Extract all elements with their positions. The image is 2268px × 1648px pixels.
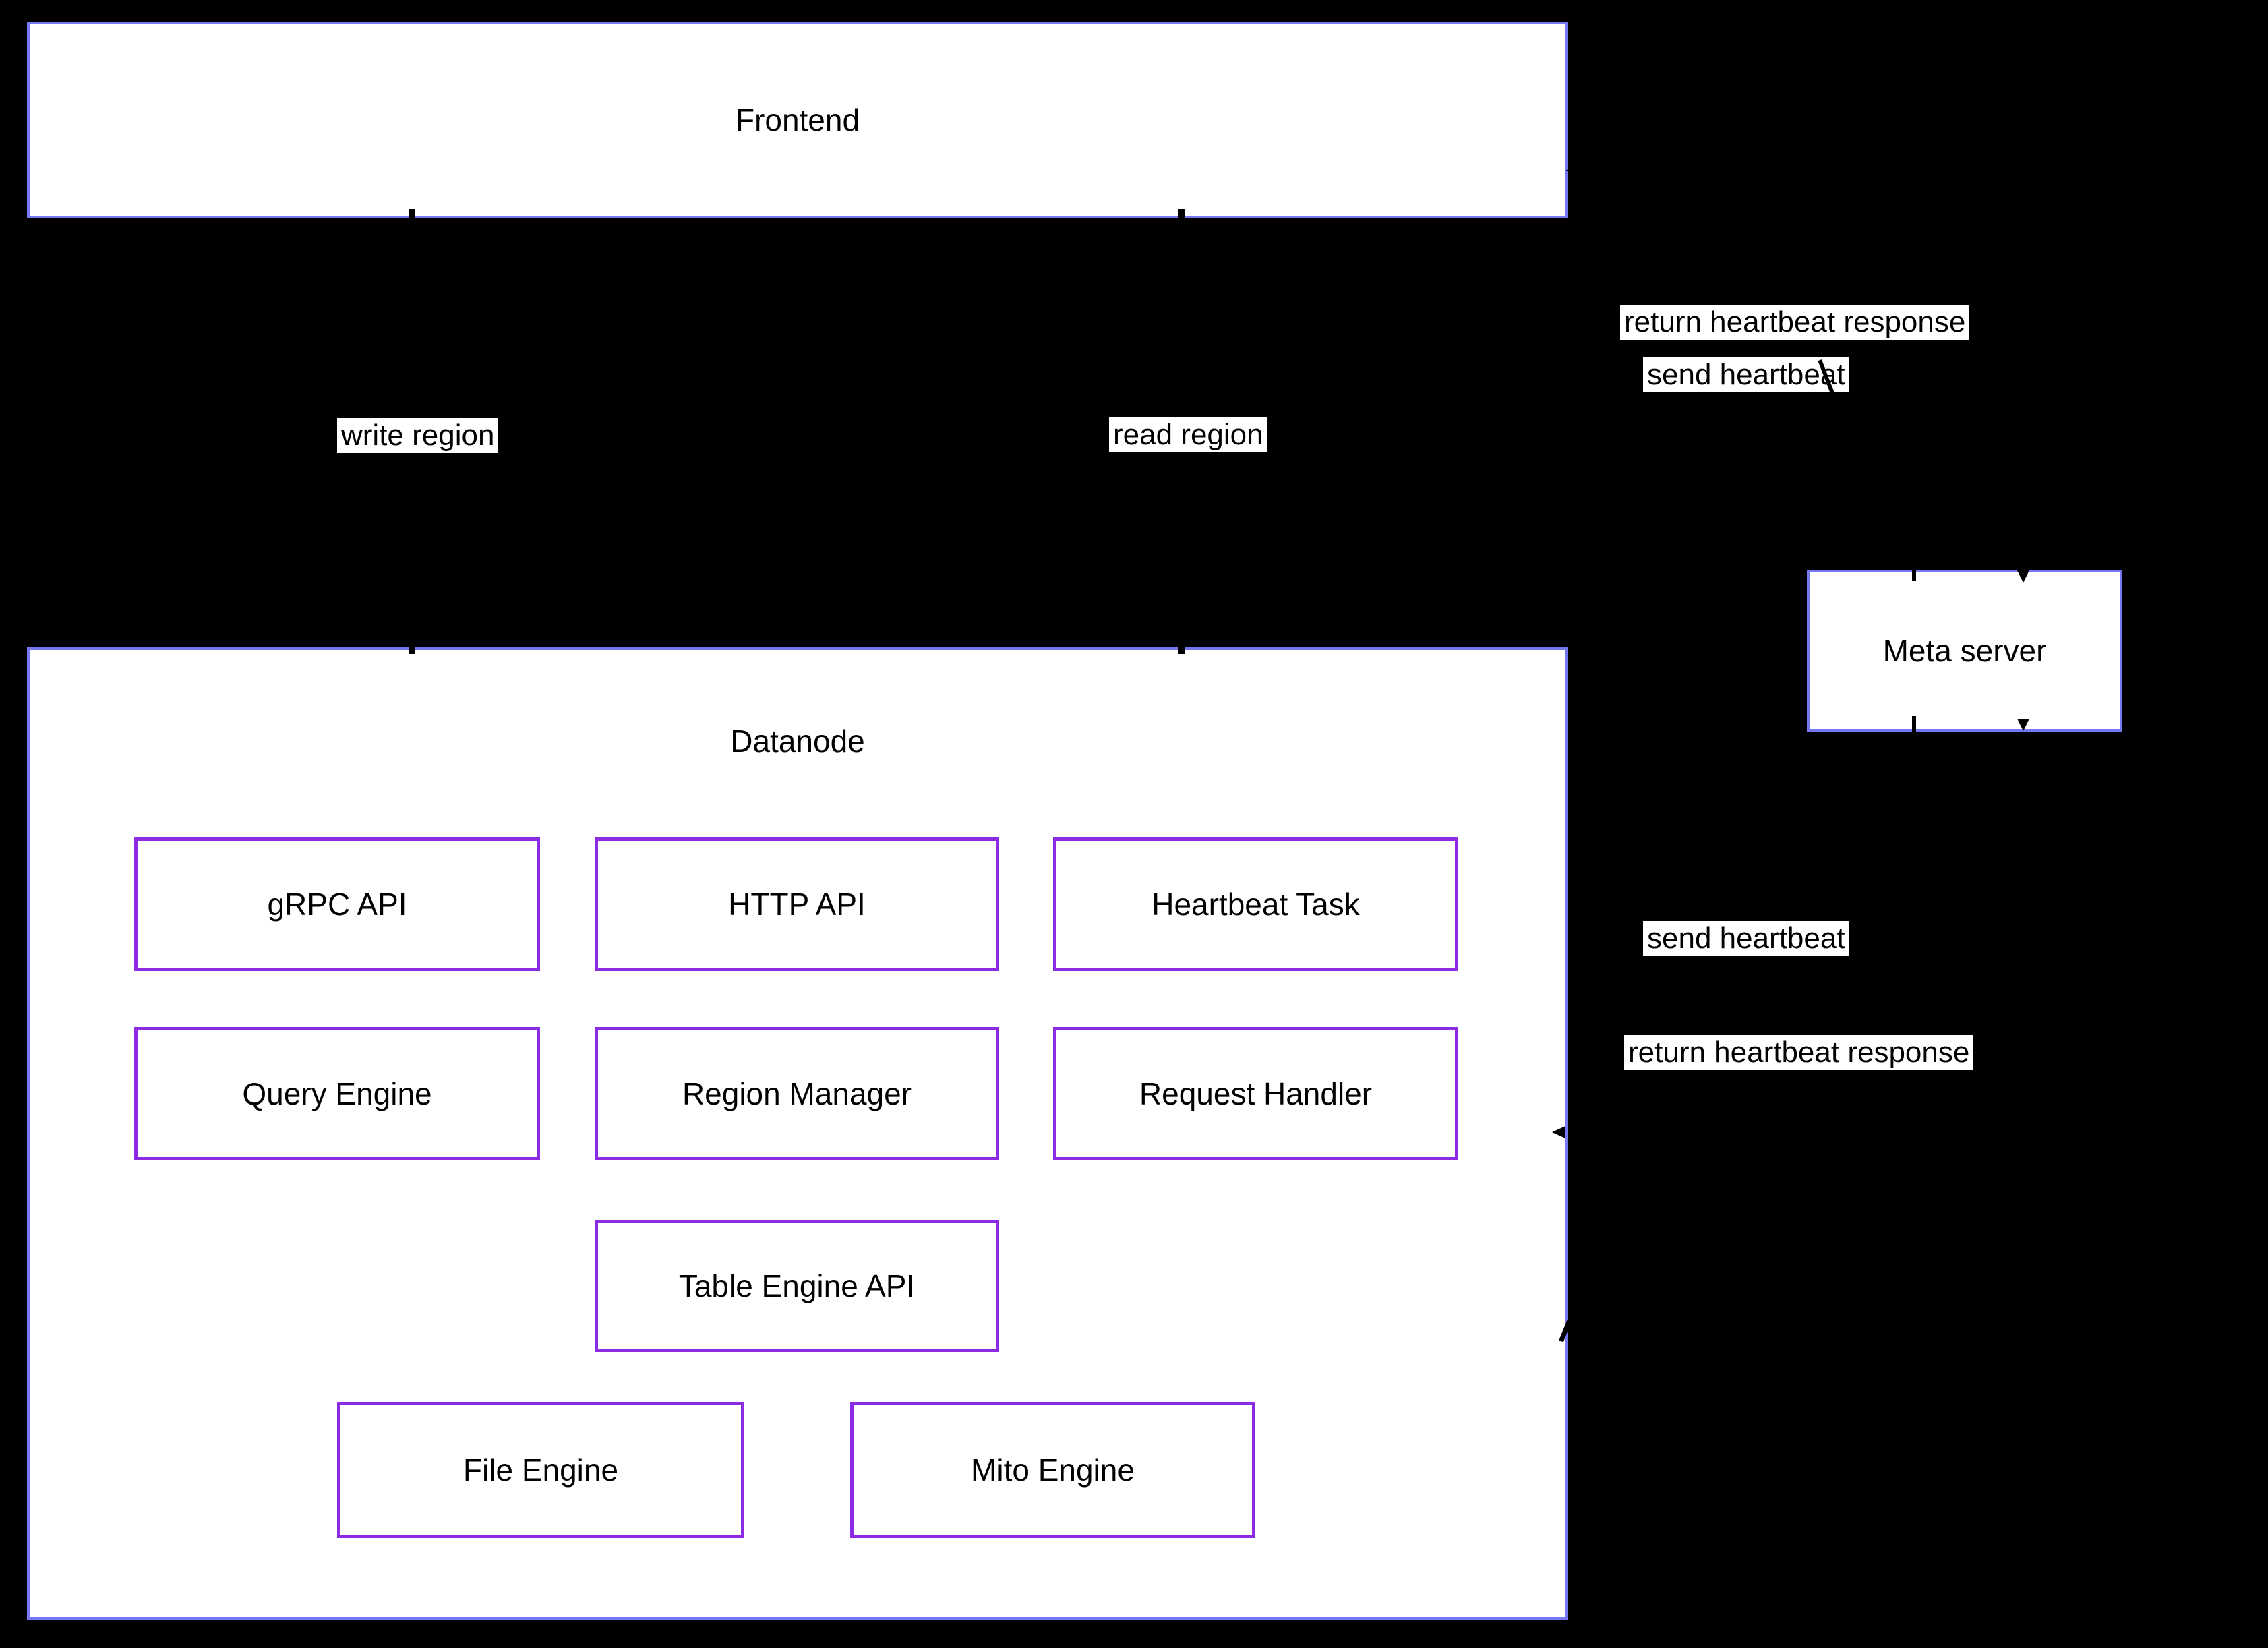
grpc-api-box: gRPC API <box>134 837 540 971</box>
write-region-edge-label: write region <box>337 418 499 453</box>
write-region-arrow-stub-datanode <box>409 642 415 654</box>
meta-server-node: Meta server <box>1807 570 2122 732</box>
heartbeat-task-box: Heartbeat Task <box>1053 837 1458 971</box>
datanode-return-heartbeat-edge-label: return heartbeat response <box>1624 1035 1974 1070</box>
read-region-arrow-stub-datanode <box>1178 642 1185 654</box>
query-engine-box: Query Engine <box>134 1027 540 1160</box>
write-region-arrow-stub-frontend <box>409 209 415 221</box>
request-handler-label: Request Handler <box>1139 1076 1373 1111</box>
http-api-label: HTTP API <box>728 887 866 922</box>
return-heartbeat-arrow-stub-meta-top <box>1912 563 1916 581</box>
read-region-arrow-stub-frontend <box>1178 209 1185 221</box>
table-engine-api-box: Table Engine API <box>595 1220 999 1352</box>
query-engine-label: Query Engine <box>242 1076 432 1111</box>
send-heartbeat-arrowhead-meta-bottom-icon <box>2017 719 2029 731</box>
table-engine-api-label: Table Engine API <box>678 1268 916 1303</box>
read-region-edge-label: read region <box>1109 417 1267 452</box>
mito-engine-box: Mito Engine <box>850 1402 1255 1538</box>
region-manager-label: Region Manager <box>682 1076 912 1111</box>
mito-engine-label: Mito Engine <box>971 1452 1135 1488</box>
request-handler-box: Request Handler <box>1053 1027 1458 1160</box>
meta-server-node-label: Meta server <box>1882 633 2047 668</box>
datanode-send-heartbeat-edge-label: send heartbeat <box>1643 921 1849 956</box>
frontend-node-label: Frontend <box>735 102 860 138</box>
datanode-node-label: Datanode <box>730 724 865 759</box>
file-engine-box: File Engine <box>337 1402 744 1538</box>
file-engine-label: File Engine <box>462 1452 619 1488</box>
return-heartbeat-arrow-stub-meta-bottom <box>1912 716 1916 734</box>
return-heartbeat-arrowhead-datanode-icon <box>1552 1126 1565 1138</box>
heartbeat-task-label: Heartbeat Task <box>1152 887 1360 922</box>
frontend-node: Frontend <box>27 22 1568 218</box>
frontend-return-heartbeat-edge-label: return heartbeat response <box>1620 305 1970 340</box>
http-api-box: HTTP API <box>595 837 999 971</box>
region-manager-box: Region Manager <box>595 1027 999 1160</box>
send-heartbeat-arrowhead-meta-top-icon <box>2017 570 2029 583</box>
return-heartbeat-arrowhead-frontend-icon <box>1565 165 1579 177</box>
grpc-api-label: gRPC API <box>267 887 407 922</box>
frontend-send-heartbeat-edge-label: send heartbeat <box>1643 357 1849 392</box>
